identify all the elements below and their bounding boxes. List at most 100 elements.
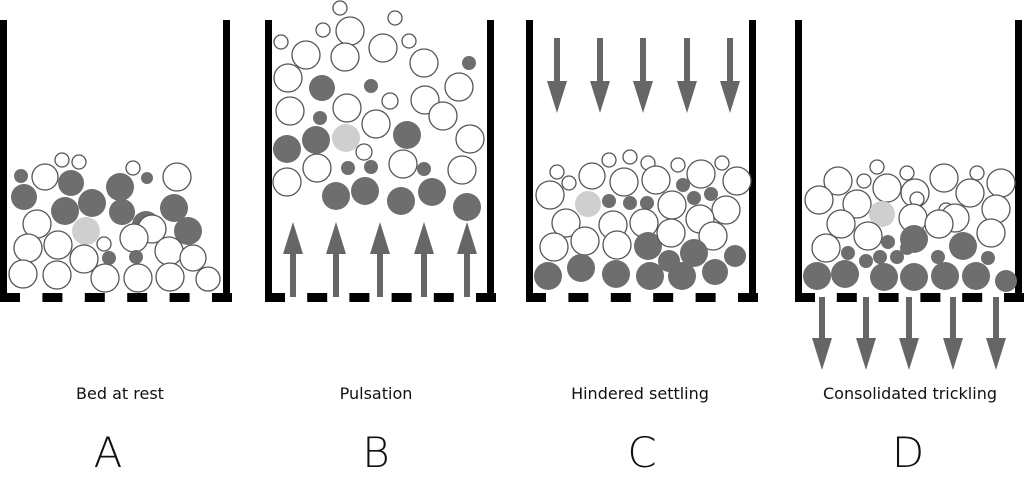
light-particle — [401, 33, 417, 49]
light-particle — [272, 167, 302, 197]
arrow-shaft — [290, 252, 296, 297]
light-particle — [657, 190, 687, 220]
arrow-shaft — [906, 297, 912, 340]
light-particle — [444, 72, 474, 102]
light-particle — [275, 96, 305, 126]
heavy-particle — [881, 235, 895, 249]
heavy-particle — [636, 262, 664, 290]
light-particle — [686, 159, 716, 189]
container-right-wall — [749, 20, 756, 302]
light-particle — [856, 173, 872, 189]
screen-segment — [653, 293, 674, 302]
screen-segment — [610, 293, 631, 302]
heavy-particle — [931, 250, 945, 264]
screen-segment — [42, 293, 63, 302]
light-particle — [123, 263, 153, 293]
heavy-particle — [931, 262, 959, 290]
light-particle — [332, 0, 348, 16]
heavy-particle — [78, 189, 106, 217]
light-particle — [8, 259, 38, 289]
screen-segment — [169, 293, 190, 302]
light-particle — [899, 165, 915, 181]
screen-segment — [433, 293, 454, 302]
arrow-down-icon — [547, 81, 567, 113]
light-particle — [368, 33, 398, 63]
screen-segment — [738, 293, 758, 302]
light-particle — [409, 48, 439, 78]
heavy-particle — [981, 251, 995, 265]
heavy-particle — [14, 169, 28, 183]
caption-d: Consolidated trickling — [823, 384, 997, 403]
screen-segment — [568, 293, 589, 302]
container-left-wall — [0, 20, 7, 302]
arrow-shaft — [377, 252, 383, 297]
arrow-up-icon — [283, 222, 303, 254]
heavy-particle — [322, 182, 350, 210]
label-b: B — [362, 428, 390, 477]
screen-segment — [920, 293, 941, 302]
label-c: C — [627, 428, 657, 477]
light-particle — [535, 180, 565, 210]
heavy-particle — [174, 217, 202, 245]
heavy-particle — [704, 187, 718, 201]
tracer-particle — [72, 217, 100, 245]
panel-d-consolidated-trickling — [795, 20, 1024, 370]
light-particle — [330, 42, 360, 72]
light-particle — [641, 165, 671, 195]
light-particle — [826, 209, 856, 239]
arrow-down-icon — [986, 338, 1006, 370]
screen-segment — [349, 293, 370, 302]
arrow-shaft — [597, 38, 603, 83]
heavy-particle — [106, 173, 134, 201]
heavy-particle — [873, 250, 887, 264]
light-particle — [929, 163, 959, 193]
heavy-particle — [11, 184, 37, 210]
heavy-particle — [302, 126, 330, 154]
light-particle — [291, 40, 321, 70]
heavy-particle — [870, 263, 898, 291]
light-particle — [986, 168, 1016, 198]
panel-c-hindered-settling — [526, 20, 758, 302]
container-left-wall — [265, 20, 272, 302]
arrow-up-icon — [326, 222, 346, 254]
heavy-particle — [676, 178, 690, 192]
light-particle — [90, 263, 120, 293]
tracer-particle — [869, 201, 895, 227]
heavy-particle — [313, 111, 327, 125]
light-particle — [315, 22, 331, 38]
heavy-particle — [623, 196, 637, 210]
arrow-shaft — [464, 252, 470, 297]
heavy-particle — [417, 162, 431, 176]
arrow-down-icon — [590, 81, 610, 113]
light-particle — [125, 160, 141, 176]
light-particle — [804, 185, 834, 215]
heavy-particle — [387, 187, 415, 215]
light-particle — [119, 223, 149, 253]
heavy-particle — [634, 232, 662, 260]
screen-segment — [695, 293, 716, 302]
tracer-particle — [332, 124, 360, 152]
heavy-particle — [51, 197, 79, 225]
panel-a-bed-at-rest — [0, 20, 232, 302]
arrow-shaft — [333, 252, 339, 297]
heavy-particle — [724, 245, 746, 267]
arrow-up-icon — [370, 222, 390, 254]
heavy-particle — [668, 262, 696, 290]
screen-segment — [962, 293, 983, 302]
heavy-particle — [803, 262, 831, 290]
light-particle — [273, 34, 289, 50]
heavy-particle — [364, 79, 378, 93]
light-particle — [355, 143, 373, 161]
arrow-shaft — [950, 297, 956, 340]
light-particle — [698, 221, 728, 251]
screen-segment — [265, 293, 285, 302]
container-left-wall — [795, 20, 802, 302]
arrow-down-icon — [720, 81, 740, 113]
screen-segment — [391, 293, 412, 302]
heavy-particle — [702, 259, 728, 285]
light-particle — [551, 208, 581, 238]
arrow-shaft — [421, 252, 427, 297]
arrow-shaft — [819, 297, 825, 340]
caption-b: Pulsation — [339, 384, 413, 403]
